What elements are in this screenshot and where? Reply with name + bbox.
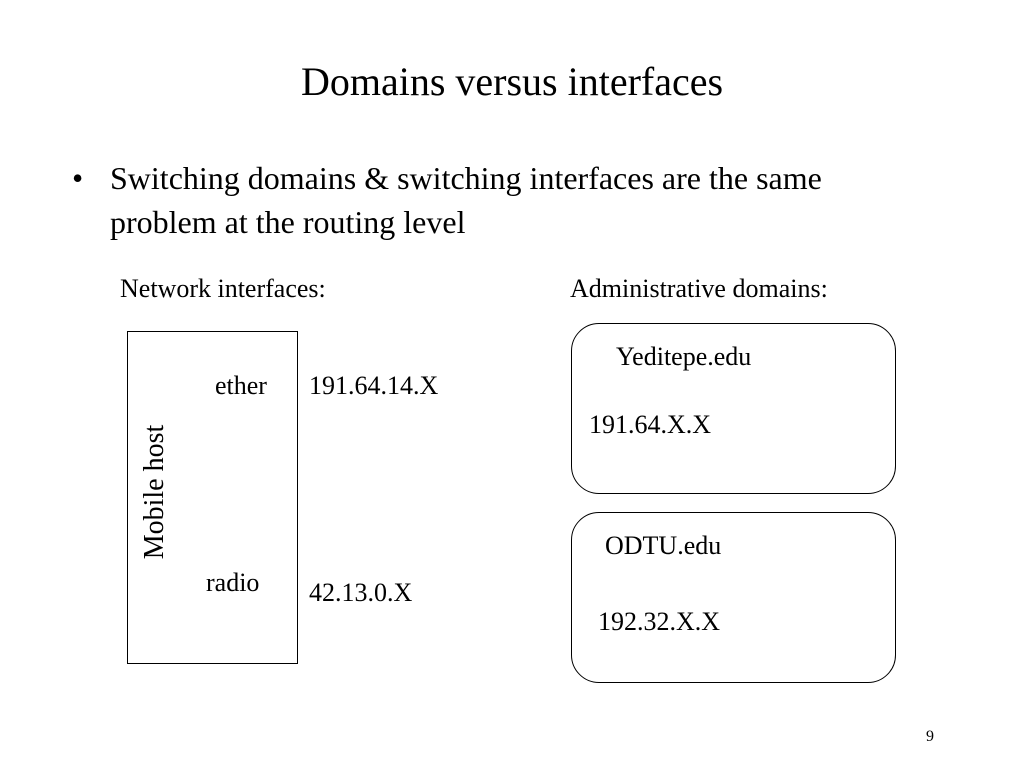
domain-box-odtu — [571, 512, 896, 683]
interface-address-radio: 42.13.0.X — [309, 578, 413, 607]
domain-address-yeditepe: 191.64.X.X — [589, 410, 712, 439]
interface-name-ether: ether — [215, 371, 267, 400]
mobile-host-label: Mobile host — [139, 424, 170, 560]
bullet-text: Switching domains & switching interfaces… — [110, 160, 822, 240]
network-interfaces-heading: Network interfaces: — [120, 274, 326, 303]
bullet-marker: • — [72, 160, 84, 196]
page-number: 9 — [926, 728, 934, 745]
interface-address-ether: 191.64.14.X — [309, 371, 439, 400]
domain-name-odtu: ODTU.edu — [605, 531, 722, 560]
domain-name-yeditepe: Yeditepe.edu — [616, 342, 752, 371]
administrative-domains-heading: Administrative domains: — [570, 274, 828, 303]
slide-title: Domains versus interfaces — [300, 59, 724, 104]
domain-box-yeditepe — [571, 323, 896, 494]
domain-address-odtu: 192.32.X.X — [598, 607, 721, 636]
interface-name-radio: radio — [206, 568, 260, 597]
mobile-host-box — [127, 331, 298, 664]
